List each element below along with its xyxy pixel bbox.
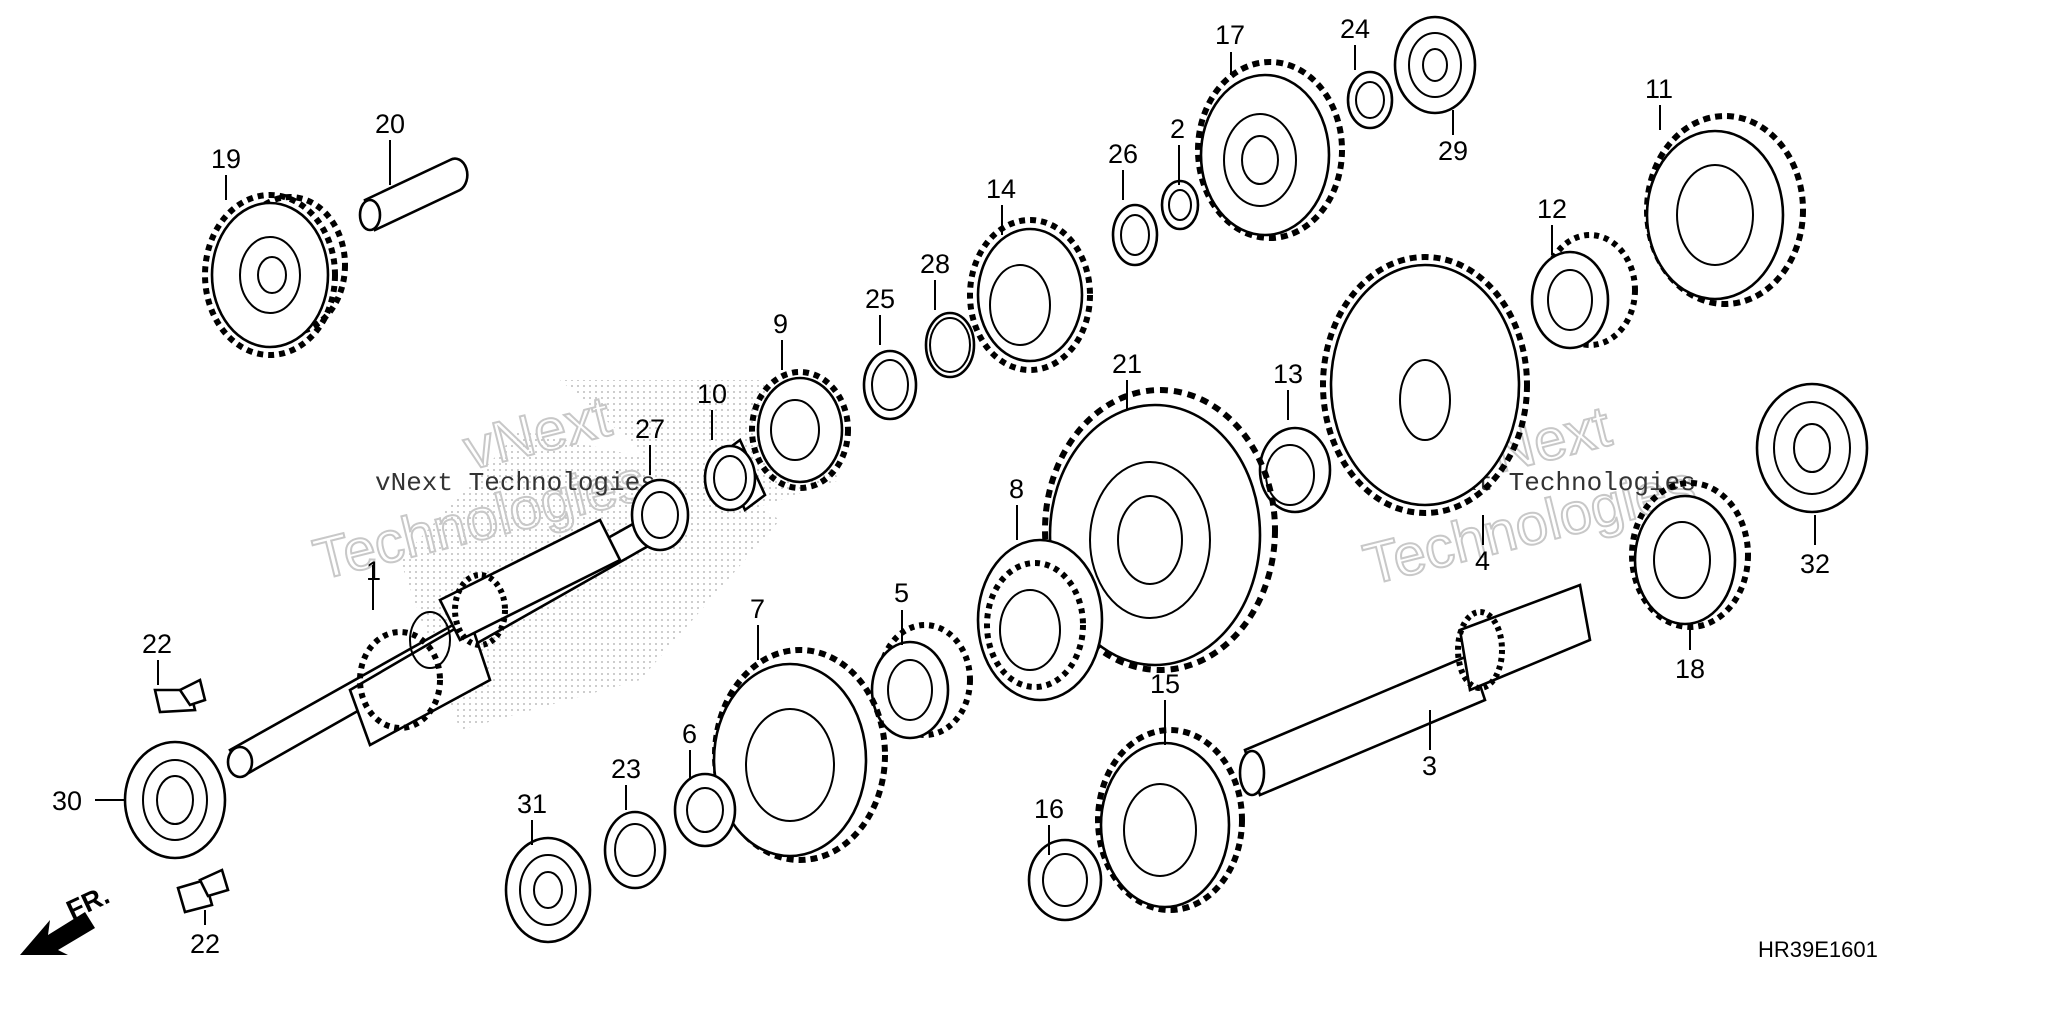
callout-4: 4 xyxy=(1475,546,1490,576)
callout-6: 6 xyxy=(682,719,697,749)
callout-14: 14 xyxy=(986,174,1016,204)
callout-23: 23 xyxy=(611,754,641,784)
callout-1: 1 xyxy=(366,556,381,586)
part-13-bearing xyxy=(1258,426,1332,514)
part-1-main-shaft xyxy=(226,518,652,779)
callout-30: 30 xyxy=(52,786,82,816)
callout-25: 25 xyxy=(865,284,895,314)
part-10-bushing xyxy=(703,437,767,513)
part-30-bearing xyxy=(123,740,227,860)
callout-22-lower: 22 xyxy=(190,929,220,959)
part-29-bearing xyxy=(1393,15,1477,115)
part-4-large-gear xyxy=(1320,254,1530,516)
callout-8: 8 xyxy=(1009,474,1024,504)
callout-22-upper: 22 xyxy=(142,629,172,659)
part-19-gear xyxy=(202,192,348,358)
part-12-bushing xyxy=(1530,232,1638,350)
callout-31: 31 xyxy=(517,789,547,819)
part-22-bolt-lower xyxy=(176,868,230,914)
part-16-bushing xyxy=(1027,838,1103,922)
callout-10: 10 xyxy=(697,379,727,409)
part-5-bushing xyxy=(870,622,973,740)
callout-28: 28 xyxy=(920,249,950,279)
part-21-large-gear xyxy=(1042,387,1278,673)
callout-3: 3 xyxy=(1422,751,1437,781)
callout-9: 9 xyxy=(773,309,788,339)
part-27-washer xyxy=(630,478,690,552)
callout-11: 11 xyxy=(1645,74,1673,104)
part-26-washer xyxy=(1111,203,1159,267)
callout-5: 5 xyxy=(894,578,909,608)
part-32-bearing xyxy=(1755,382,1869,514)
callout-20: 20 xyxy=(375,109,405,139)
part-17-gear xyxy=(1195,59,1345,241)
callout-2: 2 xyxy=(1170,114,1185,144)
callout-19: 19 xyxy=(211,144,241,174)
callout-27: 27 xyxy=(635,414,665,444)
part-15-gear xyxy=(1095,727,1245,913)
callout-7: 7 xyxy=(750,594,765,624)
part-31-bearing xyxy=(504,836,592,944)
part-2-bushing xyxy=(1160,179,1200,231)
callout-labels: 1 2 3 4 5 6 7 8 9 10 11 12 13 14 15 16 1… xyxy=(52,14,1830,959)
part-24-washer xyxy=(1346,70,1394,130)
part-25-washer xyxy=(862,349,918,421)
part-11-gear xyxy=(1644,113,1806,307)
callout-29: 29 xyxy=(1438,136,1468,166)
callout-13: 13 xyxy=(1273,359,1303,389)
part-8-hub xyxy=(976,538,1104,702)
part-22-bolt-upper xyxy=(153,678,207,714)
callout-16: 16 xyxy=(1034,794,1064,824)
callout-21: 21 xyxy=(1112,349,1142,379)
part-6-bearing xyxy=(673,772,737,848)
callout-17: 17 xyxy=(1215,20,1245,50)
part-9-gear xyxy=(749,369,851,491)
front-indicator-label: FR. xyxy=(62,880,114,926)
watermark-mono: vNext Technologies xyxy=(375,468,656,498)
callout-15: 15 xyxy=(1150,669,1180,699)
part-20-pin xyxy=(358,157,469,232)
part-3-countershaft xyxy=(1238,583,1592,797)
callout-18: 18 xyxy=(1675,654,1705,684)
part-14-gear xyxy=(967,217,1093,373)
part-18-gear xyxy=(1629,480,1751,630)
part-28-circlip xyxy=(924,311,976,379)
part-7-gear xyxy=(712,647,888,863)
front-direction-indicator: FR. xyxy=(20,880,114,955)
callout-12: 12 xyxy=(1537,194,1567,224)
callout-24: 24 xyxy=(1340,14,1370,44)
diagram-code: HR39E1601 xyxy=(1758,937,1878,962)
callout-leaders xyxy=(95,45,1816,925)
part-23-washer xyxy=(603,810,667,890)
callout-26: 26 xyxy=(1108,139,1138,169)
callout-32: 32 xyxy=(1800,549,1830,579)
